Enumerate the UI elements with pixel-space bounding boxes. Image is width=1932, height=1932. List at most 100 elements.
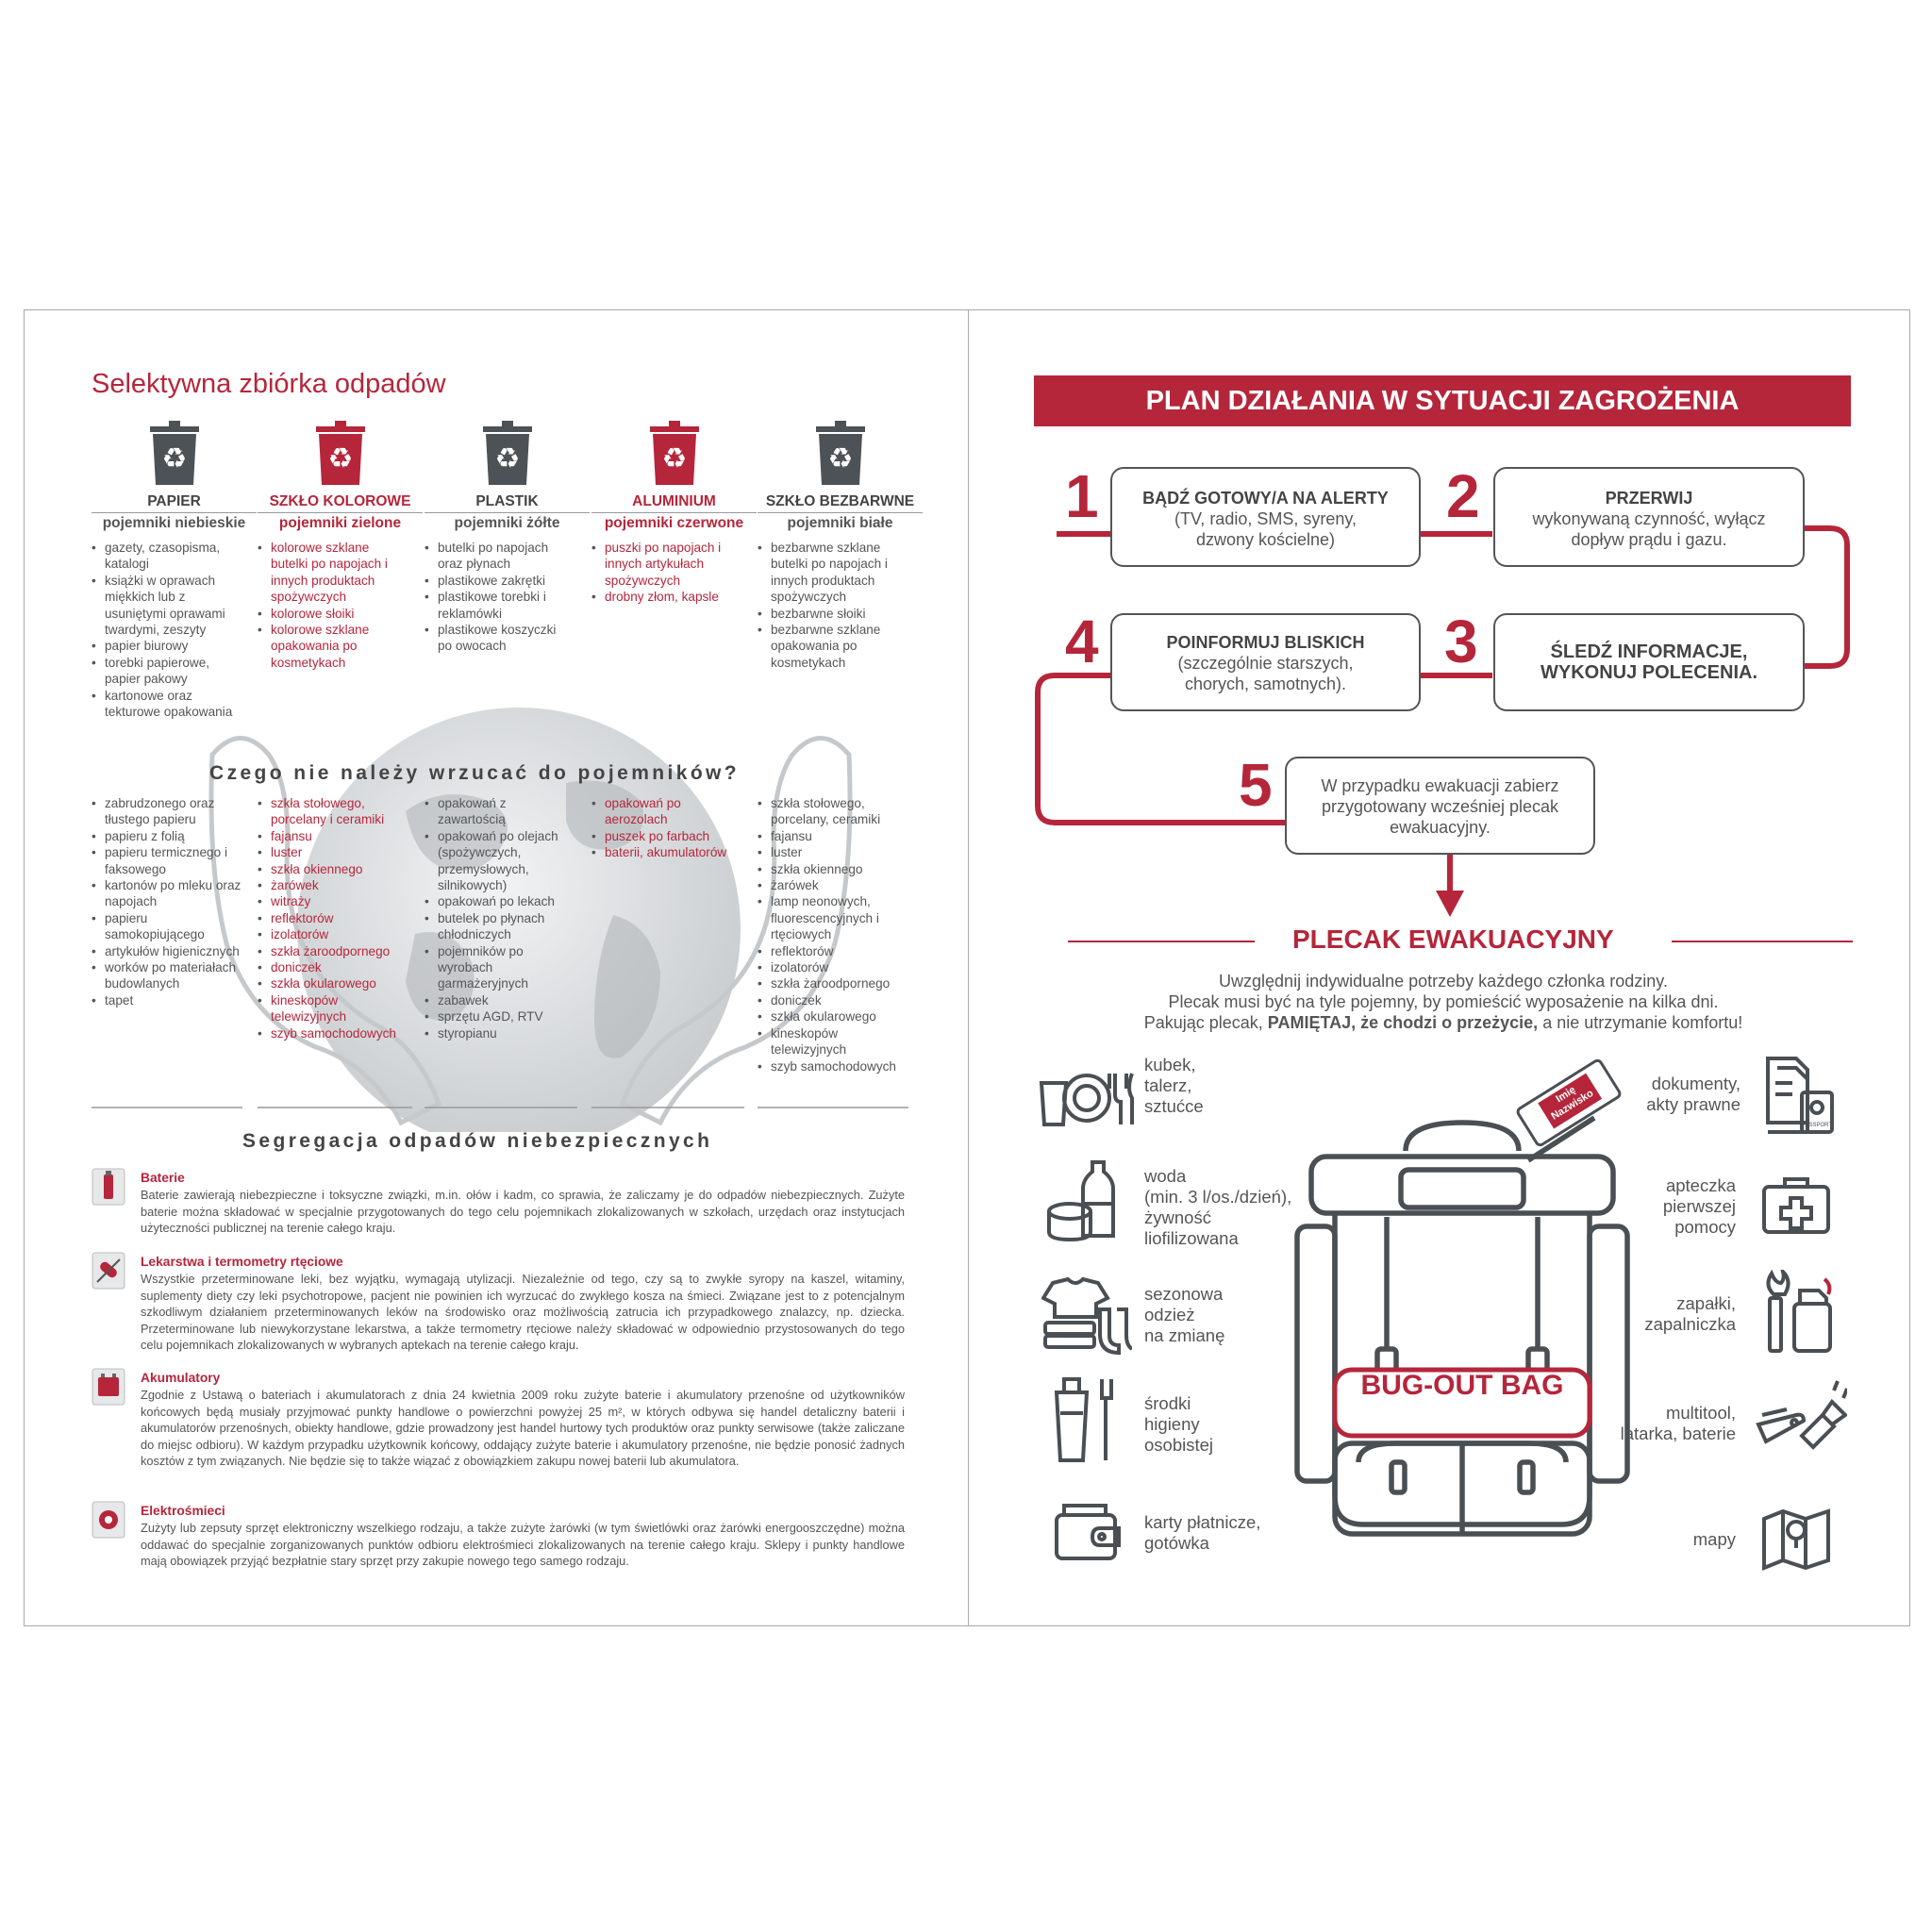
column-container: pojemniki zielone xyxy=(278,515,402,531)
hazardous-heading: Segregacja odpadów niebezpiecznych xyxy=(242,1130,713,1152)
column-name: PAPIER xyxy=(147,493,201,509)
list-item: kartonów po mleku oraz napojach xyxy=(92,877,242,910)
recycling-bin-icon: ♻ xyxy=(815,421,865,485)
list-item: worków po materiałach budowlanych xyxy=(92,959,242,992)
list-item: szkła okiennego xyxy=(758,861,908,878)
list-item: papieru z folią xyxy=(92,828,242,845)
recycling-bin-icon: ♻ xyxy=(649,421,699,485)
hazard-title-medicines: Lekarstwa i termometry rtęciowe xyxy=(141,1255,343,1269)
forbidden-list: szkła stołowego, porcelany i ceramikifaj… xyxy=(258,795,408,1042)
list-item: szkła okularowego xyxy=(258,975,408,992)
accumulator-icon xyxy=(92,1368,125,1406)
list-item: baterii, akumulatorów xyxy=(591,844,742,861)
action-plan-banner: PLAN DZIAŁANIA W SYTUACJI ZAGROŻENIA xyxy=(1034,375,1851,426)
list-item: plastikowe koszyczki po owocach xyxy=(425,622,571,655)
forbidden-list: opakowań z zawartościąopakowań po olejac… xyxy=(425,795,575,1042)
list-item: bezbarwne słoiki xyxy=(758,606,904,623)
step-4-box: POINFORMUJ BLISKICH (szczególnie starszy… xyxy=(1110,613,1421,711)
matches-lighter-icon xyxy=(1766,1270,1832,1353)
list-item: kartonowe oraz tekturowe opakowania xyxy=(92,688,238,721)
intro-line-3-c: a nie utrzymanie komfortu! xyxy=(1538,1013,1743,1032)
step-1-box: BĄDŹ GOTOWY/A NA ALERTY (TV, radio, SMS,… xyxy=(1110,467,1421,567)
intro-line-3: Pakując plecak, PAMIĘTAJ, że chodzi o pr… xyxy=(1038,1013,1849,1033)
accepted-list: puszki po napojach i innych artykułach s… xyxy=(591,540,738,606)
list-item: reflektorów xyxy=(258,910,408,927)
multitool-flashlight-icon xyxy=(1756,1380,1847,1450)
water-food-icon xyxy=(1047,1160,1115,1241)
list-item: opakowań po lekach xyxy=(425,893,575,910)
step-number-1: 1 xyxy=(1065,462,1099,530)
list-item: szkła okiennego xyxy=(258,861,408,878)
hazard-text-ewaste: Zużyty lub zepsuty sprzęt elektroniczny … xyxy=(141,1521,905,1569)
list-item: pojemników po wyrobach garmażeryjnych xyxy=(425,943,575,992)
list-item: plastikowe zakrętki xyxy=(425,573,571,590)
list-item: zabrudzonego oraz tłustego papieru xyxy=(92,795,242,828)
list-item: papieru termicznego i faksowego xyxy=(92,844,242,877)
intro-line-2: Plecak musi być na tyle pojemny, by pomi… xyxy=(1168,992,1719,1011)
list-item: szyb samochodowych xyxy=(758,1058,908,1075)
list-item: fajansu xyxy=(258,828,408,845)
bug-out-bag-label: BUG-OUT BAG xyxy=(1360,1370,1564,1401)
step-1-title: BĄDŹ GOTOWY/A NA ALERTY xyxy=(1142,489,1389,508)
hazard-title-accumulators: Akumulatory xyxy=(141,1371,221,1385)
intro-line-1: Uwzględnij indywidualne potrzeby każdego… xyxy=(1219,972,1668,991)
item-label-dishes: kubek, talerz, sztućce xyxy=(1144,1055,1204,1116)
step-number-3: 3 xyxy=(1444,608,1478,675)
down-arrow xyxy=(1436,853,1464,917)
accepted-list: gazety, czasopisma, katalogiksiążki w op… xyxy=(92,540,238,720)
item-label-matches-lighter: zapałki, zapalniczka xyxy=(1644,1293,1736,1334)
list-item: papier biurowy xyxy=(92,638,238,655)
list-item: butelki po napojach oraz płynach xyxy=(425,540,571,573)
list-item: artykułów higienicznych xyxy=(92,943,242,960)
list-item: kolorowe szklane opakowania po kosmetyka… xyxy=(258,622,404,671)
step-number-2: 2 xyxy=(1446,462,1480,530)
recycling-bin-icon: ♻ xyxy=(315,421,365,485)
dishes-icon xyxy=(1039,1073,1134,1126)
hazard-text-medicines: Wszystkie przeterminowane leki, bez wyją… xyxy=(141,1272,905,1353)
plecak-title: PLECAK EWAKUACYJNY xyxy=(1292,924,1614,954)
column-container: pojemniki białe xyxy=(787,515,893,531)
list-item: kolorowe słoiki xyxy=(258,606,404,623)
list-item: witraży xyxy=(258,893,408,910)
list-item: szkła okularowego xyxy=(758,1008,908,1025)
accepted-list: kolorowe szklane butelki po napojach i i… xyxy=(258,540,404,671)
column-name: ALUMINIUM xyxy=(632,493,716,509)
list-item: bezbarwne szklane butelki po napojach i … xyxy=(758,540,904,606)
step-5-box: W przypadku ewakuacji zabierz przygotowa… xyxy=(1285,757,1595,855)
page-fold xyxy=(968,309,969,1626)
list-item: kineskopów telewizyjnych xyxy=(258,992,408,1025)
item-label-water-food: woda (min. 3 l/os./dzień), żywność liofi… xyxy=(1144,1166,1292,1248)
column-rule xyxy=(92,512,257,513)
step-number-4: 4 xyxy=(1065,608,1099,675)
list-item: lamp neonowych, fluorescencyjnych i rtęc… xyxy=(758,893,908,942)
step-4-text: (szczególnie starszych, chorych, samotny… xyxy=(1177,654,1354,693)
list-item: izolatorów xyxy=(758,959,908,976)
list-item: puszki po napojach i innych artykułach s… xyxy=(591,540,738,589)
step-number-5: 5 xyxy=(1239,751,1273,819)
item-label-first-aid: apteczka pierwszej pomocy xyxy=(1662,1175,1736,1237)
steps-connector xyxy=(1035,525,1850,825)
wallet-icon xyxy=(1055,1504,1121,1560)
column-bottom-rules xyxy=(92,1107,908,1108)
list-item: opakowań z zawartością xyxy=(425,795,575,828)
list-item: papieru samokopiującego xyxy=(92,910,242,943)
map-icon xyxy=(1762,1508,1830,1571)
list-item: tapet xyxy=(92,992,242,1009)
backpack-illustration xyxy=(1294,1115,1630,1537)
list-item: torebki papierowe, papier pakowy xyxy=(92,655,238,688)
clothes-icon xyxy=(1041,1276,1132,1356)
list-item: gazety, czasopisma, katalogi xyxy=(92,540,238,573)
list-item: doniczek xyxy=(258,959,408,976)
hazard-text-batteries: Baterie zawierają niebezpieczne i toksyc… xyxy=(141,1188,905,1236)
accepted-list: butelki po napojach oraz płynachplastiko… xyxy=(425,540,571,655)
intro-line-3-b: PAMIĘTAJ, że chodzi o przeżycie, xyxy=(1267,1013,1539,1032)
hazard-text-accumulators: Zgodnie z Ustawą o bateriach i akumulato… xyxy=(141,1388,905,1469)
column-container: pojemniki niebieskie xyxy=(102,515,246,531)
page-title: Selektywna zbiórka odpadów xyxy=(92,369,446,399)
svg-text:♻: ♻ xyxy=(827,442,853,475)
list-item: żarówek xyxy=(258,877,408,894)
column-name: SZKŁO KOLOROWE xyxy=(269,493,411,509)
